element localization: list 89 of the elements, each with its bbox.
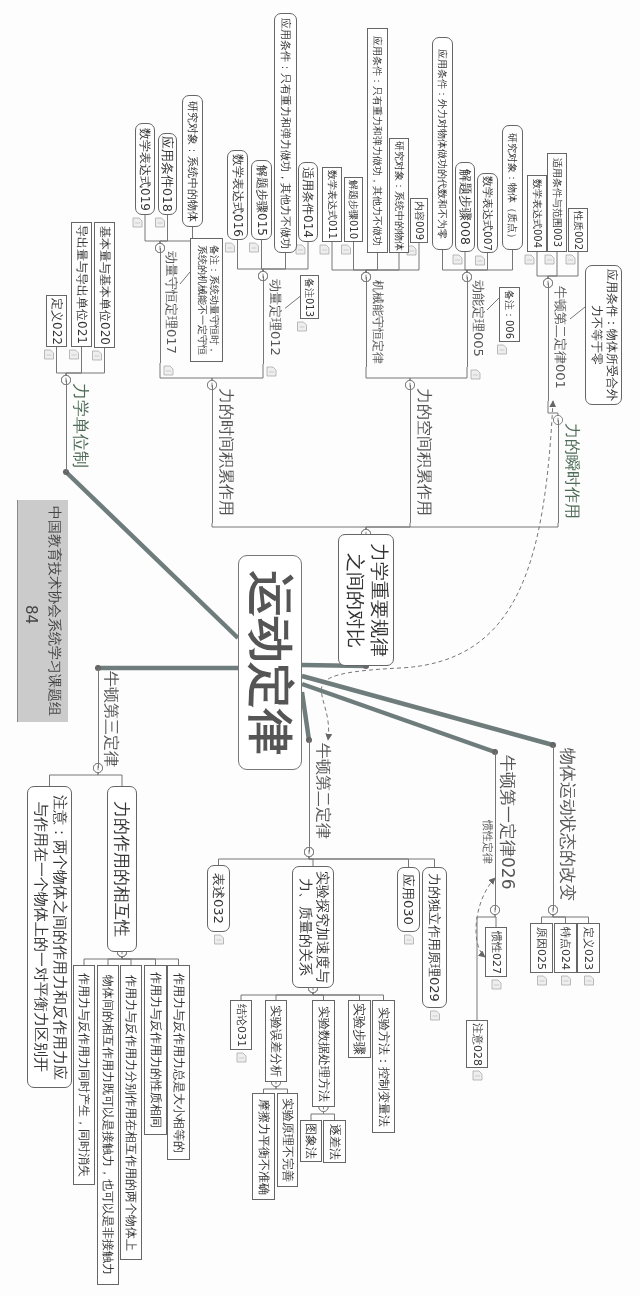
rounded-text-box: 数学表达式007 [477, 173, 498, 253]
rounded-text-box: 研究对象：物体（质点） [502, 125, 523, 250]
rounded-text-box: 力的作用的相互性 [107, 786, 137, 952]
text-box: 数学表达式004 [527, 175, 547, 252]
text-box: 摩擦力平衡不准确 [252, 1093, 275, 1200]
dashed-arrow [321, 400, 557, 741]
connector [49, 762, 104, 787]
central-topic-box: 运动定律 [238, 555, 302, 770]
text-box: 特点024 [554, 923, 577, 973]
branch-line [301, 673, 557, 749]
connector [154, 226, 193, 254]
connector [542, 251, 579, 289]
connector [360, 242, 420, 283]
branch-topic: 力的时间积累作用 [212, 385, 238, 523]
text-box: 内容009 [410, 198, 428, 243]
text-box: 定义023 [577, 923, 600, 973]
rounded-text-box: 解题步骤008 [455, 162, 475, 252]
branch-line [94, 664, 238, 672]
band-title: 中国教育技术协会系统学习课题组 [46, 506, 64, 716]
rounded-text-box: 应用条件：只有重力和弹力做功，其他力不做功 [274, 13, 297, 253]
text-box: 惯性027 [485, 927, 507, 977]
connector [404, 366, 468, 391]
dashed-arrow [475, 877, 496, 958]
branch-topic: 力学单位制 [66, 380, 94, 472]
rounded-text-box: 应用030 [397, 867, 420, 932]
rounded-text-box: 应用条件018 [158, 133, 177, 215]
rounded-text-box: 应用条件：物体所受合外力不等于零 [585, 265, 622, 405]
branch-topic: 牛顿第二定律 [309, 740, 335, 852]
text-box: 实验数据处理方法 [312, 1000, 335, 1107]
branch-topic: 物体运动状态的改变 [553, 745, 581, 910]
text-box: 作用力与反作用力的性质相同 [144, 965, 167, 1135]
text-box: 数学表达式011 [322, 167, 342, 242]
page-number: 84 [22, 604, 40, 627]
text-box: 基本量与基本单位020 [94, 222, 115, 348]
rounded-text-box: 注意：两个物体之间的作用力和反作用力应与作用在一个物体上的一对平衡力区别开 [27, 786, 72, 1088]
branch-line [301, 662, 370, 670]
branch-line [62, 468, 240, 640]
rounded-text-box: 数学表达式016 [227, 150, 248, 240]
connector [461, 249, 513, 283]
text-box: 结论031 [230, 1000, 252, 1050]
connector [541, 904, 559, 924]
branch-line [301, 681, 499, 756]
rounded-text-box: 应用条件：外力对物体做功的代数和不为零 [432, 37, 453, 250]
branch-topic: 牛顿第一定律026 [495, 752, 519, 910]
branch-topic: 力的空间积累作用 [410, 385, 436, 523]
text-box: 实验方法：控制变量法 [372, 1000, 395, 1133]
text-box: 定义022 [46, 295, 67, 347]
rounded-text-box: 实验探究加速度与力、质量的关系 [292, 866, 334, 988]
connector [257, 241, 309, 282]
rounded-text-box: 表述032 [207, 865, 230, 932]
rounded-text-box: 研究对象：系统中的物体 [182, 95, 203, 227]
text-box: 备注：系统动量守恒时，系统的机械能不一定守恒 [190, 238, 223, 362]
branch-topic: 动量守恒定理017 [160, 248, 180, 363]
text-box: 原因025 [530, 923, 553, 973]
rounded-text-box: 适用条件014 [298, 162, 318, 242]
branch-topic: 机械能守恒定律 [366, 277, 388, 367]
text-box: 导出量与导出单位021 [71, 222, 92, 347]
text-box: 作用力与反作用力总是大小相等的 [167, 965, 190, 1160]
rounded-text-box: 数学表达式019 [135, 123, 155, 215]
text-box: 作用力与反作用力同时产生，同时消失 [73, 965, 95, 1185]
text-box: 物体间的相互作用力既可以是接触力，也可以是非接触力 [97, 965, 119, 1285]
text-box: 图象法 [300, 1120, 322, 1162]
rounded-text-box: 力的独立作用原理029 [422, 867, 447, 1008]
text-box: 实验步骤 [348, 1000, 371, 1058]
rounded-text-box: 力学重要规律之间的对比 [338, 534, 394, 666]
text-box: 应用条件：只有重力和弹力做功，其他力不做功 [367, 28, 388, 253]
branch-topic: 力的瞬时作用 [558, 420, 584, 523]
text-box: 备注：006 [499, 287, 520, 342]
text-box: 性质002 [568, 208, 588, 252]
text-box: 备注013 [300, 275, 319, 319]
branch-topic: 动能定理005 [467, 277, 487, 367]
connector [303, 846, 409, 868]
connector [206, 363, 264, 391]
branch-topic: 动量定理012 [263, 276, 285, 364]
text-box: 研究对象：系统中的物体 [389, 138, 409, 253]
connector [56, 346, 72, 386]
text-box: 作用力与反作用力分别作用在相互作用的两个物体上 [120, 965, 142, 1260]
rounded-text-box: 解题步骤015 [251, 160, 272, 240]
connector [547, 400, 564, 426]
text-box: 实验误差分析 [265, 1000, 287, 1082]
text-box: 实验原理不完善 [277, 1093, 298, 1187]
text-box: 适用条件与范围003 [547, 153, 567, 252]
text-box: 解题步骤010 [344, 177, 363, 242]
text-box: 注意028 [466, 1020, 488, 1068]
branch-topic: 牛顿第三定律 [98, 668, 122, 768]
branch-topic: 牛顿第二定律001 [548, 283, 570, 401]
subtitle: 惯性定律 [480, 820, 494, 866]
text-box: 逐差法 [323, 1120, 346, 1163]
connector [476, 904, 501, 1021]
